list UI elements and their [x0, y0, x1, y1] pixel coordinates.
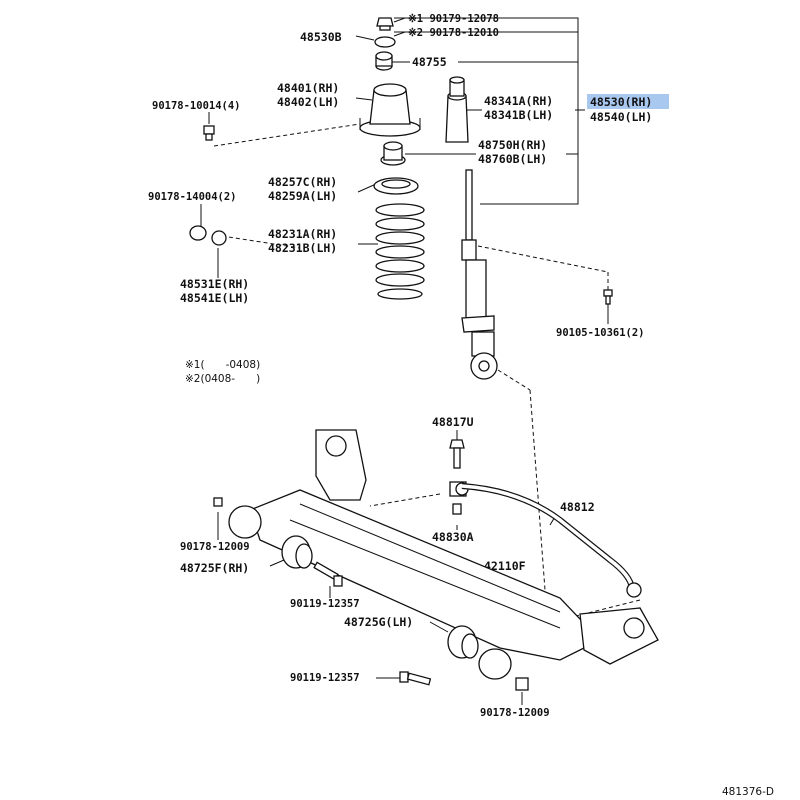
label-bush-48725f: 48725F(RH): [180, 561, 249, 575]
label-insulator-rh: 48257C(RH): [268, 175, 337, 189]
label-spring-rh: 48231A(RH): [268, 227, 337, 241]
label-bush-rh: 48531E(RH): [180, 277, 249, 291]
label-48817u: 48817U: [432, 415, 474, 429]
absorber-highlight: [587, 94, 669, 109]
label-beam-42110f: 42110F: [484, 559, 526, 573]
washer-48530b[interactable]: [374, 36, 396, 48]
bolt-90119-top-icon[interactable]: [313, 561, 343, 587]
label-48530b: 48530B: [300, 30, 342, 44]
label-nut-b: ※2 90178-12010: [408, 27, 499, 39]
note-1: ※1( -0408): [185, 359, 260, 371]
label-absorber-rh[interactable]: 48530(RH): [590, 95, 652, 109]
figure-id: 481376-D: [722, 786, 774, 798]
bolt-90105-icon[interactable]: [603, 289, 613, 305]
leader-lines: [200, 17, 609, 705]
shock-support[interactable]: [359, 83, 421, 137]
label-support-lh: 48402(LH): [277, 95, 339, 109]
bushing-48725f[interactable]: [281, 535, 313, 569]
spring-insulator[interactable]: [373, 177, 419, 195]
label-insulator-lh: 48259A(LH): [268, 189, 337, 203]
note-2: ※2(0408- ): [185, 373, 260, 385]
bushing-48531e[interactable]: [189, 225, 227, 246]
label-bush-48725g: 48725G(LH): [344, 615, 413, 629]
bump-stopper[interactable]: [380, 141, 406, 166]
label-absorber-lh[interactable]: 48540(LH): [590, 110, 652, 124]
bolt-90119-bottom-icon[interactable]: [399, 671, 432, 686]
label-bumper-lh: 48760B(LH): [478, 152, 547, 166]
axle-beam[interactable]: [228, 429, 659, 680]
label-boot-lh: 48341B(LH): [484, 108, 553, 122]
label-48755: 48755: [412, 55, 447, 69]
label-bumper-rh: 48750H(RH): [478, 138, 547, 152]
cushion-48755[interactable]: [375, 51, 393, 71]
label-boot-rh: 48341A(RH): [484, 94, 553, 108]
label-bush-lh: 48541E(LH): [180, 291, 249, 305]
label-bolt-90178-10014: 90178-10014(4): [152, 100, 241, 112]
dust-boot[interactable]: [445, 76, 469, 143]
label-bolt-90119-bottom: 90119-12357: [290, 672, 360, 684]
stabilizer-bar[interactable]: [461, 484, 634, 589]
bolt-48817u-icon[interactable]: [449, 439, 465, 469]
label-support-rh: 48401(RH): [277, 81, 339, 95]
label-bolt-90178-14004: 90178-14004(2): [148, 191, 237, 203]
bushing-48725g[interactable]: [447, 625, 479, 659]
label-48812: 48812: [560, 500, 595, 514]
bolt-90178-12009-bottom-icon[interactable]: [515, 677, 529, 691]
nut-icon[interactable]: [376, 17, 394, 31]
label-bolt-90178-12009-bottom: 90178-12009: [480, 707, 550, 719]
bolt-90178-12009-top-icon[interactable]: [213, 497, 223, 507]
bolt-90178-10014-icon[interactable]: [203, 125, 215, 141]
label-nut-a: ※1 90179-12078: [408, 13, 499, 25]
label-spring-lh: 48231B(LH): [268, 241, 337, 255]
label-bolt-90178-12009-top: 90178-12009: [180, 541, 250, 553]
coil-spring[interactable]: [375, 203, 425, 300]
shock-absorber[interactable]: [461, 169, 498, 380]
label-bolt-90105: 90105-10361(2): [556, 327, 645, 339]
label-48830a: 48830A: [432, 530, 474, 544]
label-bolt-90119-top: 90119-12357: [290, 598, 360, 610]
